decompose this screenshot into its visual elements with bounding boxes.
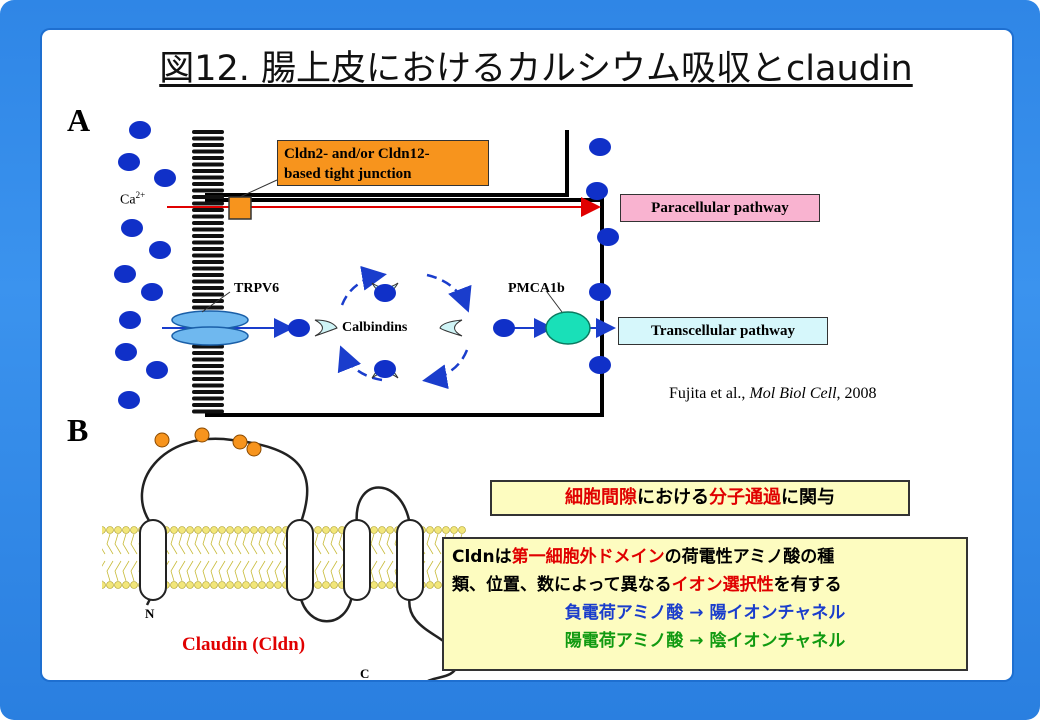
citation: Fujita et al., Mol Biol Cell, 2008: [669, 385, 877, 402]
calcium-ion: [589, 138, 611, 156]
calcium-ion: [129, 121, 151, 139]
tm-helix-3: [343, 519, 371, 601]
calcium-ion: [589, 356, 611, 374]
calcium-ion: [114, 265, 136, 283]
calcium-ion: [374, 284, 396, 302]
calcium-ion: [154, 169, 176, 187]
c-terminus-label: C: [360, 666, 370, 680]
slide-panel: 図12. 腸上皮におけるカルシウム吸収とclaudin A: [42, 30, 1012, 680]
intracellular-loop: [298, 594, 354, 623]
panel-a-label: A: [67, 102, 91, 138]
microvilli-border: [192, 130, 224, 414]
paracellular-box: Paracellular pathway: [620, 194, 820, 222]
slide-title: 図12. 腸上皮におけるカルシウム吸収とclaudin: [159, 49, 913, 89]
extracellular-loop-1: [140, 437, 309, 526]
charged-residue: [154, 432, 170, 448]
info-box-2: Cldnは第一細胞外ドメインの荷電性アミノ酸の種 類、位置、数によって異なるイオ…: [442, 537, 968, 671]
claudin-label: Claudin (Cldn): [182, 634, 306, 655]
panel-a-diagram: [114, 121, 619, 417]
tm-helix-1: [139, 519, 167, 601]
panel-b-label: B: [67, 412, 89, 448]
calcium-ion: [597, 228, 619, 246]
calcium-ion: [288, 319, 310, 337]
calcium-ion: [149, 241, 171, 259]
calcium-ion: [115, 343, 137, 361]
extracellular-loop-2: [355, 486, 412, 526]
trpv6-label: TRPV6: [234, 281, 280, 296]
calcium-ion: [118, 391, 140, 409]
ca-label: Ca2+: [120, 190, 146, 208]
cell-outline-lower: [205, 198, 604, 417]
cell-outline-upper: [205, 130, 569, 197]
calcium-ion: [493, 319, 515, 337]
calcium-ion: [119, 311, 141, 329]
pmca1b-label: PMCA1b: [508, 281, 565, 296]
tight-junction-box: Cldn2- and/or Cldn12-based tight junctio…: [277, 140, 489, 186]
info-box-1: 細胞間隙における分子通過に関与: [490, 480, 910, 516]
calcium-ions: [114, 121, 619, 409]
tm-helix-4: [396, 519, 424, 601]
calcium-ion: [146, 361, 168, 379]
n-terminus-label: N: [145, 606, 155, 621]
calcium-ion: [586, 182, 608, 200]
calcium-ion: [121, 219, 143, 237]
pmca1b-pump: [545, 311, 591, 345]
transcellular-box: Transcellular pathway: [618, 317, 828, 345]
calcium-ion: [141, 283, 163, 301]
calbindins-label: Calbindins: [342, 320, 408, 335]
calcium-ion: [589, 283, 611, 301]
tight-junction-marker: [228, 196, 252, 220]
claudin-diagram: [102, 427, 466, 680]
calcium-ion: [118, 153, 140, 171]
calcium-ion: [374, 360, 396, 378]
tm-helix-2: [286, 519, 314, 601]
